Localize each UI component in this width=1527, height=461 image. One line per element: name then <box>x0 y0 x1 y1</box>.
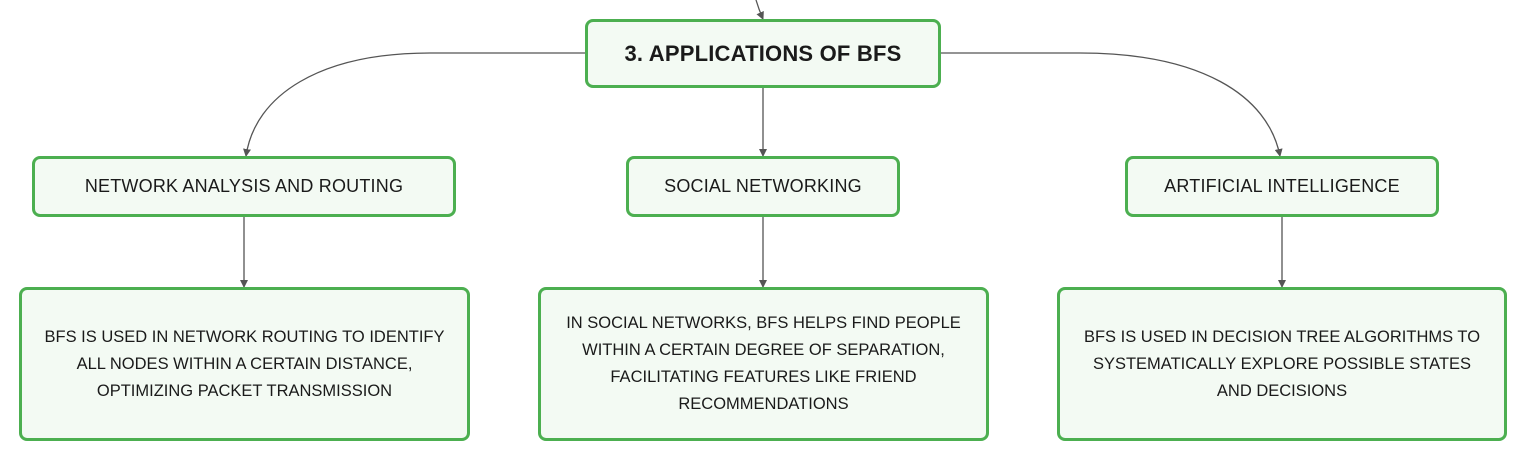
connector-root-to-network-analysis <box>243 52 585 157</box>
detail-node-social-networking[interactable]: IN SOCIAL NETWORKS, BFS HELPS FIND PEOPL… <box>538 287 989 441</box>
connector-from-parent <box>755 0 764 20</box>
branch-node-label: SOCIAL NETWORKING <box>664 176 862 196</box>
branch-node-artificial-intelligence[interactable]: ARTIFICIAL INTELLIGENCE <box>1125 156 1439 217</box>
detail-node-text: BFS IS USED IN NETWORK ROUTING TO IDENTI… <box>44 327 445 400</box>
detail-node-text: IN SOCIAL NETWORKS, BFS HELPS FIND PEOPL… <box>566 314 961 413</box>
branch-node-social-networking[interactable]: SOCIAL NETWORKING <box>626 156 900 217</box>
root-node-label: 3. APPLICATIONS OF BFS <box>624 40 902 66</box>
detail-node-text: BFS IS USED IN DECISION TREE ALGORITHMS … <box>1083 327 1481 400</box>
detail-node-artificial-intelligence[interactable]: BFS IS USED IN DECISION TREE ALGORITHMS … <box>1057 287 1507 441</box>
connector-root-to-artificial-intelligence <box>941 52 1283 157</box>
branch-node-label: NETWORK ANALYSIS AND ROUTING <box>84 176 404 196</box>
branch-node-label: ARTIFICIAL INTELLIGENCE <box>1164 176 1400 196</box>
branch-node-network-analysis[interactable]: NETWORK ANALYSIS AND ROUTING <box>32 156 456 217</box>
root-node[interactable]: 3. APPLICATIONS OF BFS <box>585 19 941 88</box>
detail-node-network-analysis[interactable]: BFS IS USED IN NETWORK ROUTING TO IDENTI… <box>19 287 470 441</box>
